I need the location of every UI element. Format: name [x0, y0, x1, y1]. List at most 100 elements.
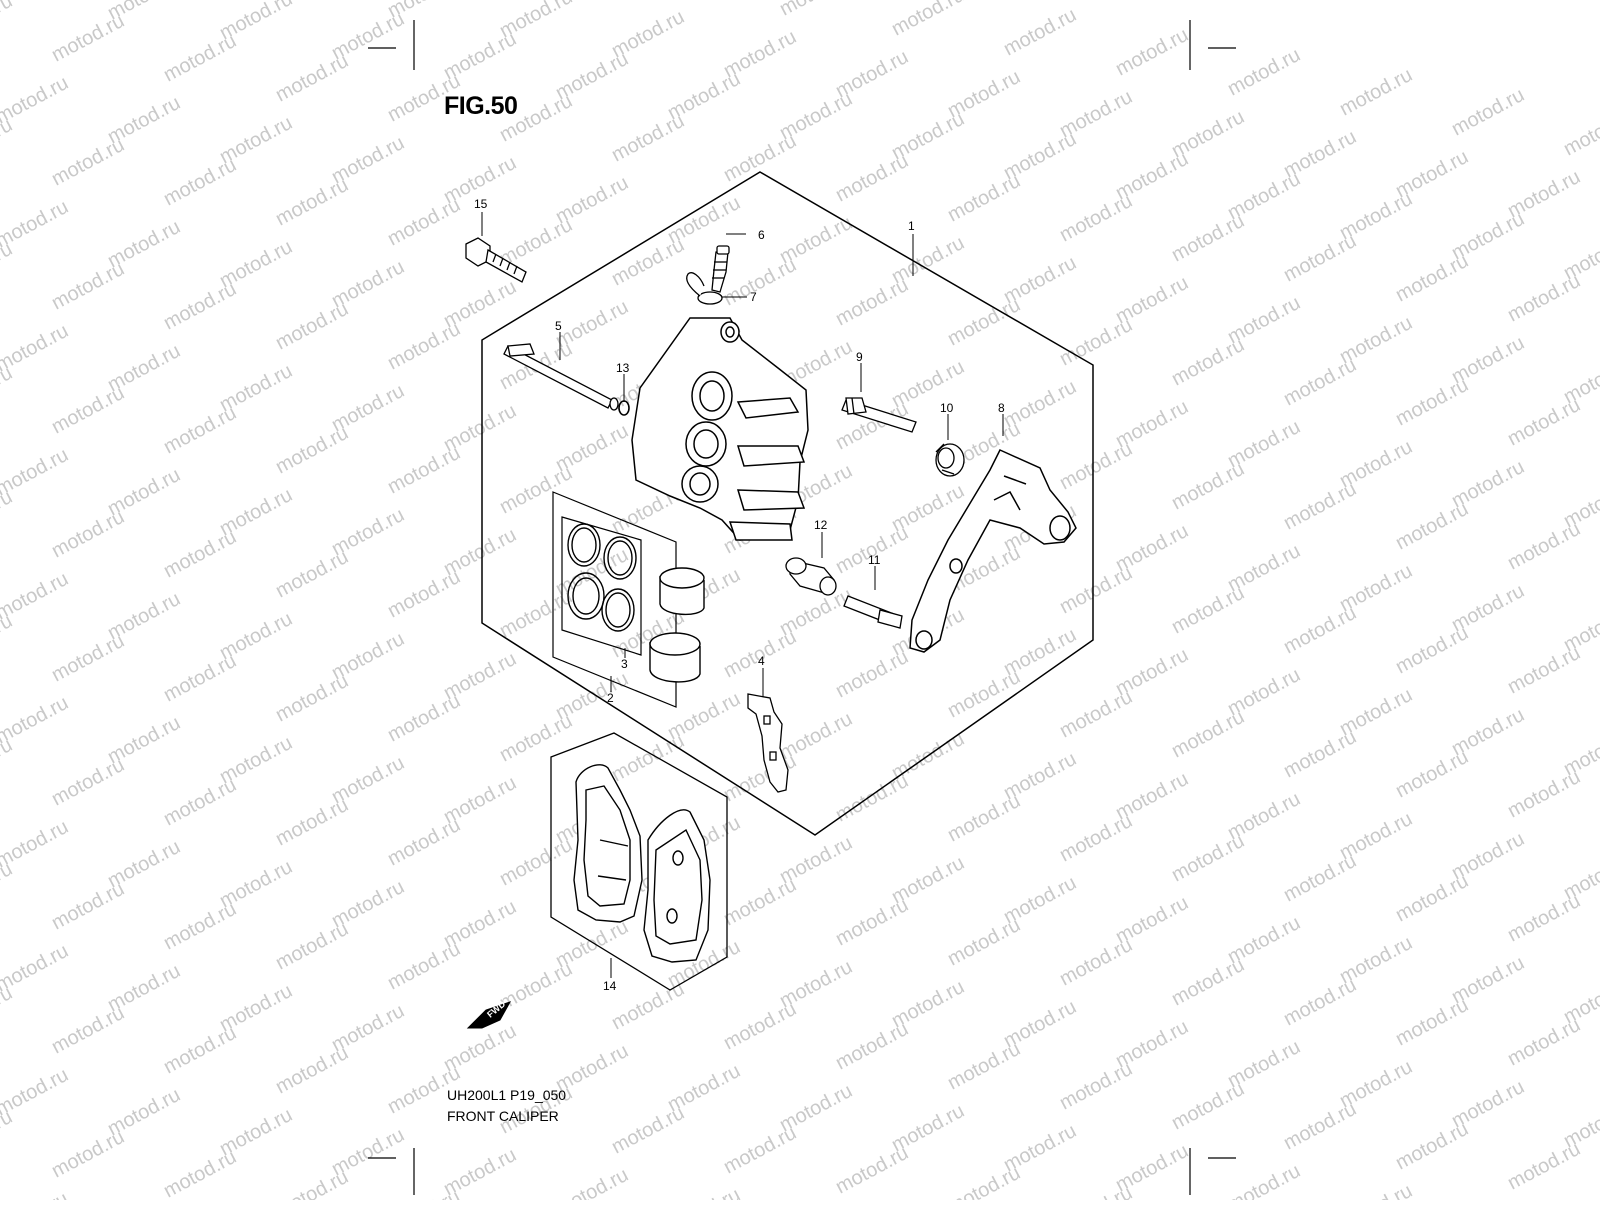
watermark-text: motod.ru — [1448, 84, 1528, 140]
watermark-text: motod.ru — [160, 650, 240, 706]
watermark-text: motod.ru — [944, 666, 1024, 722]
watermark-text: motod.ru — [0, 320, 72, 376]
watermark-text: motod.ru — [552, 1164, 632, 1200]
watermark-text: motod.ru — [272, 1042, 352, 1098]
figure-title: FIG.50 — [444, 92, 517, 121]
callout-10: 10 — [940, 401, 954, 415]
watermark-text: motod.ru — [160, 278, 240, 334]
watermark-text: motod.ru — [1280, 354, 1360, 410]
watermark-text: motod.ru — [0, 940, 72, 996]
watermark-text: motod.ru — [272, 794, 352, 850]
boot-10 — [936, 444, 964, 476]
watermark-text: motod.ru — [1504, 642, 1584, 698]
watermark-text: motod.ru — [160, 30, 240, 86]
watermark-text: motod.ru — [0, 72, 72, 128]
callout-12: 12 — [814, 518, 828, 532]
watermark-text: motod.ru — [944, 914, 1024, 970]
watermark-text: motod.ru — [272, 546, 352, 602]
watermark-text: motod.ru — [720, 998, 800, 1054]
watermark-text: motod.ru — [1392, 374, 1472, 430]
watermark-text: motod.ru — [160, 1146, 240, 1200]
watermark-text: motod.ru — [1280, 478, 1360, 534]
bleeder-valve-6 — [712, 246, 729, 292]
watermark-text: motod.ru — [1280, 1098, 1360, 1154]
callout-13: 13 — [616, 361, 630, 375]
watermark-text: motod.ru — [48, 506, 128, 562]
watermark-text: motod.ru — [944, 170, 1024, 226]
callout-7: 7 — [750, 290, 757, 304]
watermark-text: motod.ru — [384, 938, 464, 994]
watermark-text: motod.ru — [1168, 210, 1248, 266]
watermark-text: motod.ru — [1392, 994, 1472, 1050]
watermark-text: motod.ru — [1056, 686, 1136, 742]
watermark-text: motod.ru — [1056, 934, 1136, 990]
watermark-text: motod.ru — [0, 692, 72, 748]
watermark-text: motod.ru — [48, 1002, 128, 1058]
callout-1: 1 — [908, 219, 915, 233]
watermark-text: motod.ru — [496, 586, 576, 642]
watermark-text: motod.ru — [496, 834, 576, 890]
watermark-text: motod.ru — [1168, 706, 1248, 762]
watermark-text: motod.ru — [1056, 1182, 1136, 1200]
watermark-text: motod.ru — [1392, 746, 1472, 802]
callout-3: 3 — [621, 657, 628, 671]
watermark-text: motod.ru — [0, 1188, 72, 1200]
watermark-text: motod.ru — [1504, 270, 1584, 326]
watermark-text: motod.ru — [1280, 602, 1360, 658]
watermark-text: motod.ru — [1392, 250, 1472, 306]
watermark-text: motod.ru — [1168, 458, 1248, 514]
watermark-text: motod.ru — [1504, 1138, 1584, 1194]
watermark-text: motod.ru — [48, 1126, 128, 1182]
watermark-text: motod.ru — [1504, 766, 1584, 822]
watermark-text: motod.ru — [888, 0, 968, 40]
watermark-text: motod.ru — [48, 382, 128, 438]
watermark-text: motod.ru — [1056, 190, 1136, 246]
watermark-text: motod.ru — [1056, 1058, 1136, 1114]
watermark-text: motod.ru — [48, 134, 128, 190]
watermark-text: motod.ru — [48, 258, 128, 314]
watermark-text: motod.ru — [832, 894, 912, 950]
watermark-text: motod.ru — [160, 898, 240, 954]
watermark-text: motod.ru — [608, 1102, 688, 1158]
watermark-text: motod.ru — [1168, 334, 1248, 390]
watermark-text: motod.ru — [1056, 810, 1136, 866]
callout-11: 11 — [868, 553, 881, 567]
watermark-text: motod.ru — [1280, 974, 1360, 1030]
watermark-text: motod.ru — [272, 1166, 352, 1200]
watermark-text: motod.ru — [832, 1142, 912, 1198]
watermark-text: motod.ru — [1336, 64, 1416, 120]
watermark-text: motod.ru — [0, 0, 16, 46]
watermark-text: motod.ru — [160, 154, 240, 210]
watermark-text: motod.ru — [720, 874, 800, 930]
watermark-text: motod.ru — [1168, 954, 1248, 1010]
watermark-text: motod.ru — [1168, 1078, 1248, 1134]
callout-9: 9 — [856, 350, 863, 364]
figure-caption: FRONT CALIPER — [447, 1108, 559, 1124]
watermark-text: motod.ru — [0, 444, 72, 500]
watermark-text: motod.ru — [384, 566, 464, 622]
watermark-text: motod.ru — [384, 194, 464, 250]
callout-4: 4 — [758, 654, 765, 668]
watermark-text: motod.ru — [1000, 4, 1080, 60]
watermark-text: motod.ru — [272, 918, 352, 974]
watermark-text: motod.ru — [0, 196, 72, 252]
callout-6: 6 — [758, 228, 765, 242]
watermark-text: motod.ru — [1392, 622, 1472, 678]
watermark-text: motod.ru — [832, 150, 912, 206]
watermark-text: motod.ru — [272, 670, 352, 726]
watermark-text: motod.ru — [944, 1038, 1024, 1094]
watermark-text: motod.ru — [1280, 230, 1360, 286]
callout-2: 2 — [607, 691, 614, 705]
callout-15: 15 — [474, 197, 488, 211]
callout-8: 8 — [998, 401, 1005, 415]
watermark-text: motod.ru — [272, 50, 352, 106]
watermark-text: motod.ru — [384, 1186, 464, 1200]
watermark-text: motod.ru — [720, 1122, 800, 1178]
watermark-text: motod.ru — [0, 568, 72, 624]
watermark-text: motod.ru — [1280, 726, 1360, 782]
watermark-text: motod.ru — [1504, 890, 1584, 946]
watermark-text: motod.ru — [720, 254, 800, 310]
figure-code: UH200L1 P19_050 — [447, 1087, 566, 1103]
watermark-text: motod.ru — [48, 630, 128, 686]
